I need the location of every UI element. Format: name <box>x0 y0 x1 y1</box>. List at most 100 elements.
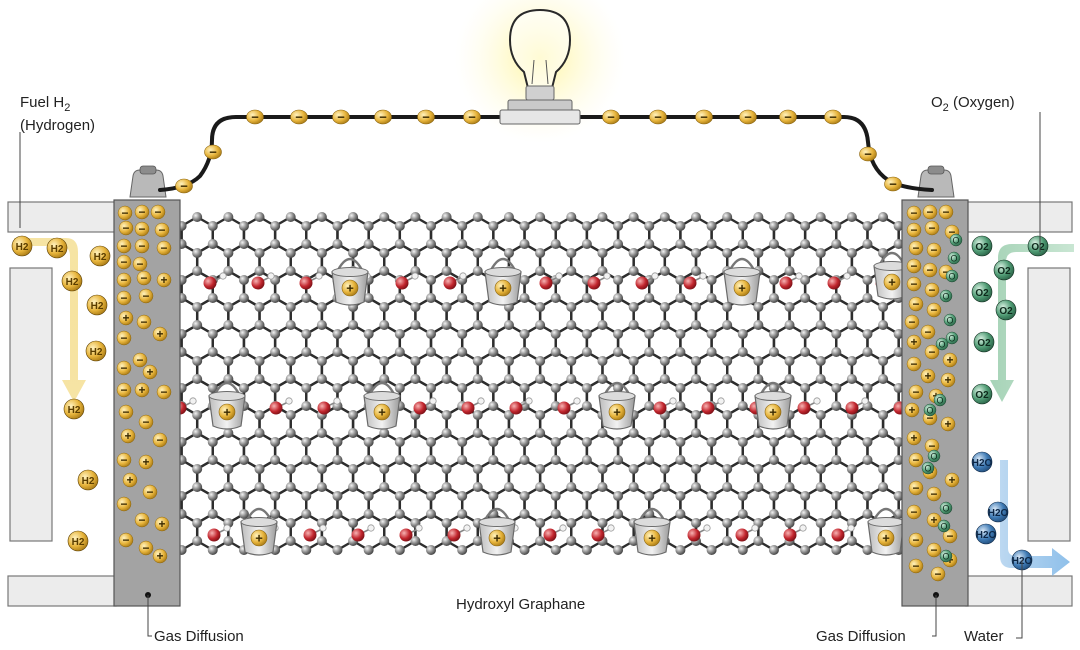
carbon-atom <box>363 491 374 501</box>
carbon-atom <box>254 428 265 438</box>
carbon-atom <box>192 302 203 312</box>
hydroxyl-group <box>797 397 821 415</box>
carbon-atom <box>379 374 390 384</box>
proton-particle: + <box>118 310 134 326</box>
oxygen-atom: O <box>949 233 963 247</box>
right-plate-bottom <box>965 575 1073 607</box>
svg-text:−: − <box>139 222 146 236</box>
hydroxyl-group <box>539 272 563 290</box>
carbon-atom <box>581 455 592 465</box>
carbon-atom <box>846 212 857 222</box>
carbon-atom <box>722 320 733 330</box>
svg-text:−: − <box>121 453 128 467</box>
carbon-atom <box>472 482 483 492</box>
carbon-atom <box>659 266 670 276</box>
svg-text:−: − <box>180 179 188 194</box>
carbon-atom <box>846 536 857 546</box>
svg-text:O2: O2 <box>975 242 989 253</box>
svg-text:−: − <box>913 297 920 311</box>
carbon-atom <box>519 275 530 285</box>
carbon-atom <box>550 383 561 393</box>
carbon-atom <box>441 212 452 222</box>
carbon-atom <box>316 320 327 330</box>
hydroxyl-group <box>443 272 467 290</box>
electron-particle: − <box>117 205 133 221</box>
gas-diffusion-right-label: Gas Diffusion <box>816 628 906 645</box>
carbon-atom <box>192 536 203 546</box>
carbon-atom <box>394 383 405 393</box>
bucket-icon: + <box>208 381 246 430</box>
carbon-atom <box>488 383 499 393</box>
carbon-atom <box>316 356 327 366</box>
carbon-atom <box>394 491 405 501</box>
carbon-atom <box>363 455 374 465</box>
carbon-atom <box>363 293 374 303</box>
carbon-atom <box>207 293 218 303</box>
carbon-atom <box>613 293 624 303</box>
carbon-atom <box>535 428 546 438</box>
electron-particle: − <box>156 240 172 256</box>
carbon-atom <box>784 428 795 438</box>
carbon-atom <box>379 428 390 438</box>
wire-electron: − <box>824 110 842 125</box>
carbon-atom <box>394 239 405 249</box>
svg-text:−: − <box>911 206 918 220</box>
hydroxyl-group <box>399 524 423 542</box>
proton-particle: + <box>120 428 136 444</box>
carbon-atom <box>238 509 249 519</box>
carbon-atom <box>550 455 561 465</box>
oxygen-atom: O <box>933 393 947 407</box>
oxygen-atom: O <box>939 549 953 563</box>
svg-text:H2: H2 <box>91 301 104 312</box>
svg-text:H2: H2 <box>16 242 29 253</box>
terminal-icon <box>917 165 955 198</box>
carbon-atom <box>659 464 670 474</box>
carbon-atom <box>332 437 343 447</box>
bucket-icon: + <box>723 257 761 306</box>
carbon-atom <box>862 293 873 303</box>
molecule-o2: O2 <box>971 281 993 303</box>
carbon-atom <box>192 248 203 258</box>
carbon-atom <box>628 374 639 384</box>
electron-particle: − <box>906 356 922 372</box>
carbon-atom <box>223 428 234 438</box>
electron-particle: − <box>116 496 132 512</box>
carbon-atom <box>597 320 608 330</box>
svg-text:O: O <box>942 504 949 514</box>
wire-electron: − <box>463 110 481 125</box>
carbon-atom <box>503 248 514 258</box>
svg-text:O: O <box>938 340 945 350</box>
carbon-atom <box>410 428 421 438</box>
svg-text:+: + <box>947 353 954 367</box>
carbon-atom <box>768 275 779 285</box>
carbon-atom <box>800 437 811 447</box>
carbon-atom <box>597 356 608 366</box>
hydroxyl-group <box>461 397 485 415</box>
hydroxyl-group <box>395 272 419 290</box>
svg-text:−: − <box>121 383 128 397</box>
carbon-atom <box>878 302 889 312</box>
hydroxyl-group <box>735 524 759 542</box>
carbon-atom <box>659 482 670 492</box>
carbon-atom <box>613 347 624 357</box>
carbon-atom <box>207 239 218 249</box>
carbon-atom <box>691 248 702 258</box>
bucket-icon: + <box>633 507 671 556</box>
electron-particle: − <box>156 384 172 400</box>
carbon-atom <box>488 491 499 501</box>
carbon-atom <box>441 266 452 276</box>
carbon-atom <box>706 383 717 393</box>
carbon-atom <box>379 302 390 312</box>
carbon-atom <box>550 221 561 231</box>
svg-text:−: − <box>931 487 938 501</box>
carbon-atom <box>659 302 670 312</box>
carbon-atom <box>768 347 779 357</box>
carbon-atom <box>519 329 530 339</box>
carbon-atom <box>613 545 624 555</box>
carbon-atom <box>332 329 343 339</box>
carbon-atom <box>566 248 577 258</box>
carbon-atom <box>675 437 686 447</box>
proton-symbol: + <box>648 531 656 546</box>
proton-particle: + <box>904 402 920 418</box>
carbon-atom <box>285 428 296 438</box>
